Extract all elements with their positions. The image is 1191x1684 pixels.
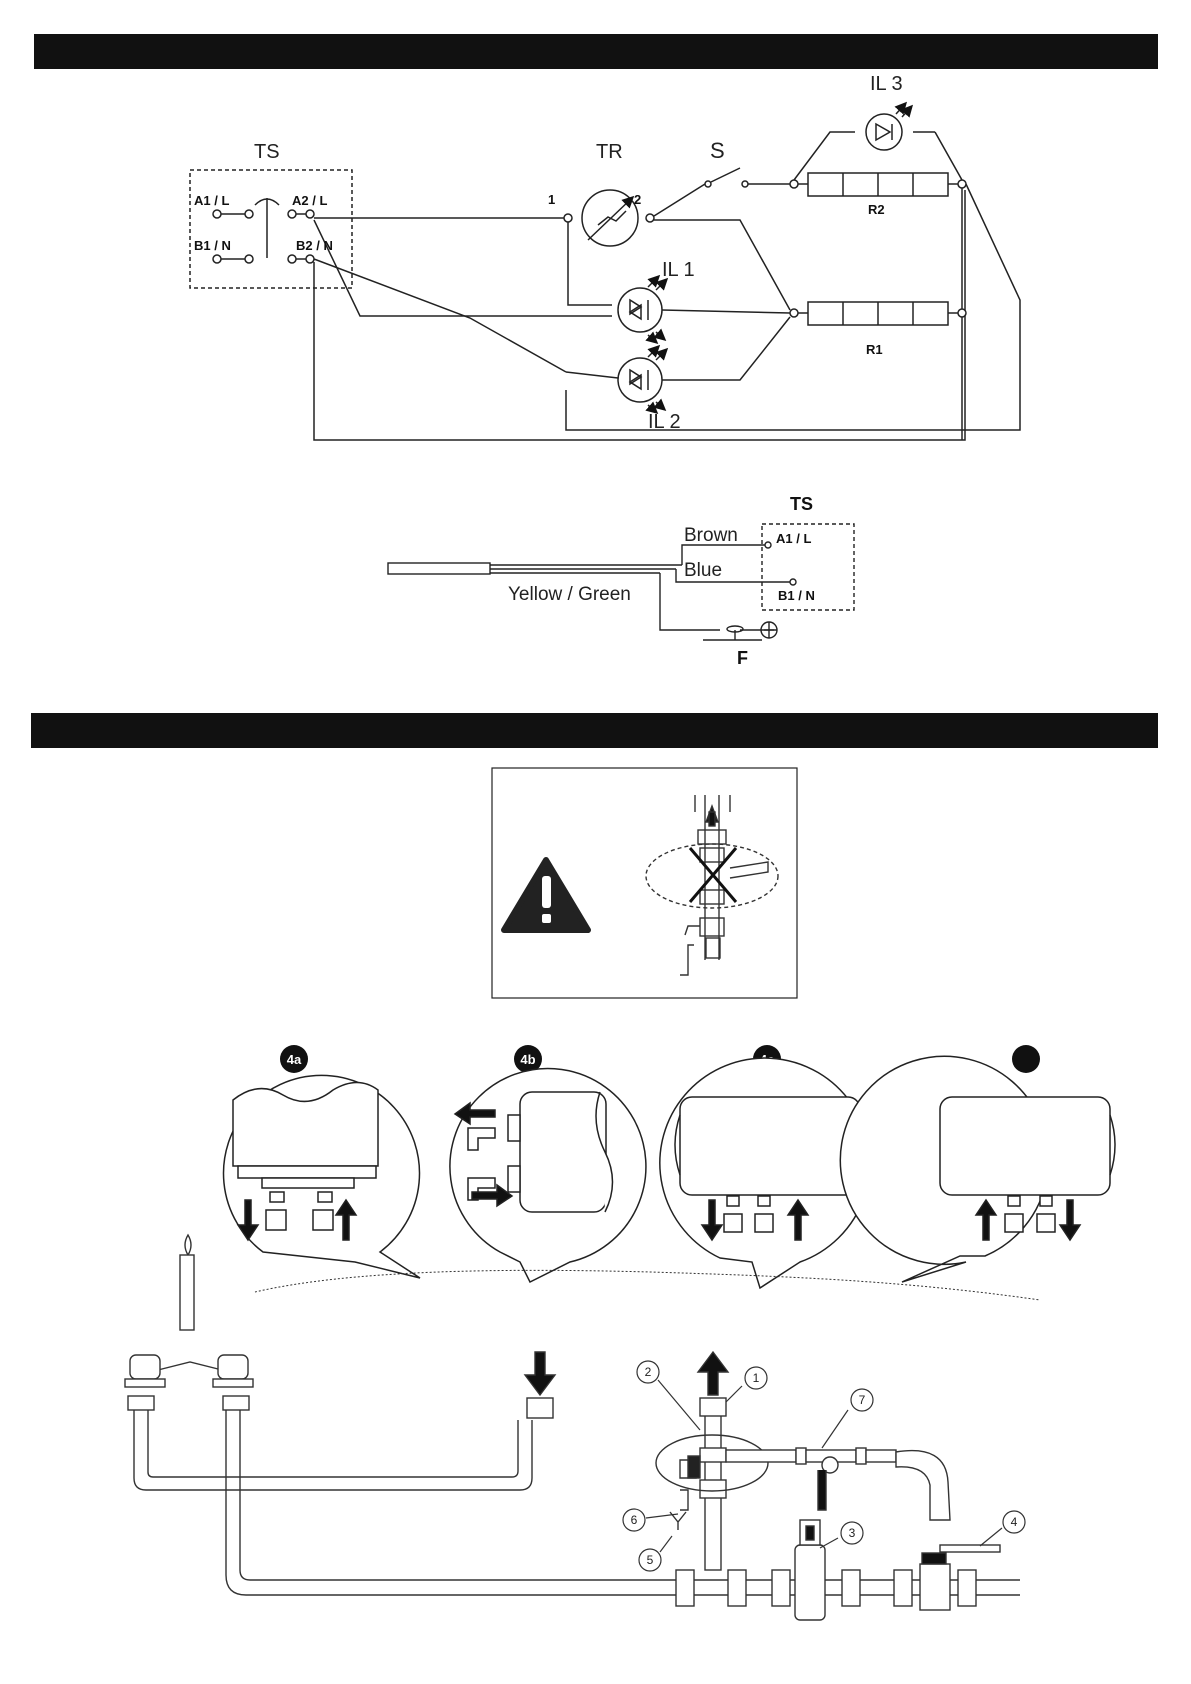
yellow-green-label: Yellow / Green: [508, 584, 631, 605]
piping-installation: [124, 1233, 1020, 1621]
callout-1: [744, 1366, 768, 1390]
r2-label: R2: [868, 202, 885, 217]
cable-ts-label: TS: [790, 494, 813, 514]
power-cable-plug: [387, 562, 491, 575]
cable-ts-box: [761, 523, 855, 611]
tr-pin2-label: 2: [634, 192, 641, 207]
callout-3: [840, 1521, 864, 1545]
wiring-diagram: [189, 101, 1021, 441]
wall-line: [254, 1269, 1041, 1301]
il2-label: IL 2: [648, 411, 681, 433]
stop-valve: [919, 1563, 951, 1611]
s-label: S: [710, 138, 725, 163]
callout-3-text: 3: [849, 1526, 856, 1540]
blue-label: Blue: [684, 560, 722, 581]
il1-label: IL 1: [662, 259, 695, 281]
arrow-up-icon: [696, 1350, 730, 1396]
callout-6: [622, 1508, 646, 1532]
indicator-lamp-il3: [865, 113, 903, 151]
ts-switch-box: [189, 169, 353, 289]
brown-label: Brown: [684, 525, 738, 546]
il3-label: IL 3: [870, 73, 903, 95]
ts-label: TS: [254, 141, 280, 163]
callouts: [622, 1360, 1026, 1572]
callout-2-text: 2: [645, 1365, 652, 1379]
faucet-handle-right: [217, 1354, 249, 1380]
section-header-bar-installation: [31, 713, 1158, 748]
badge-4d: [1012, 1045, 1040, 1073]
bubble-4d: [839, 1055, 1116, 1283]
cable-b1-label: B1 / N: [778, 588, 815, 603]
faucet-handle-left: [129, 1354, 161, 1380]
b1-n-label: B1 / N: [194, 238, 231, 253]
r1-label: R1: [866, 342, 883, 357]
cable-a1-label: A1 / L: [776, 531, 811, 546]
tr-pin1-label: 1: [548, 192, 555, 207]
a1-l-label: A1 / L: [194, 193, 229, 208]
bubble-4a: [222, 1074, 421, 1279]
warning-box: [491, 767, 798, 999]
badge-4a-text: 4a: [287, 1052, 302, 1067]
callout-2: [636, 1360, 660, 1384]
f-label: F: [737, 648, 748, 668]
badge-4a: [280, 1045, 308, 1073]
callout-7-text: 7: [859, 1393, 866, 1407]
cable-diagram: [387, 523, 855, 641]
a2-l-label: A2 / L: [292, 193, 327, 208]
arrow-down-icon: [523, 1351, 557, 1397]
safety-valve-highlight: [655, 1434, 769, 1492]
flexible-drain-hose: [895, 1450, 951, 1521]
thermostat-symbol: [581, 189, 639, 247]
tr-label: TR: [596, 141, 623, 163]
callout-1-text: 1: [753, 1371, 760, 1385]
callout-5-text: 5: [647, 1553, 654, 1567]
badge-4b-text: 4b: [520, 1052, 535, 1067]
indicator-lamp-il2: [617, 357, 663, 403]
badge-4b: [514, 1045, 542, 1073]
callout-4: [1002, 1510, 1026, 1534]
bubble-4b: [449, 1067, 647, 1284]
pressure-reducer-valve: [794, 1544, 826, 1621]
callout-7: [850, 1388, 874, 1412]
section-header-bar-wiring: [34, 34, 1158, 69]
warning-triangle-icon: [501, 857, 591, 933]
callout-5: [638, 1548, 662, 1572]
indicator-lamp-il1: [617, 287, 663, 333]
b2-n-label: B2 / N: [296, 238, 333, 253]
bubble-4c: [659, 1057, 871, 1290]
valve-warning-illustration: [645, 795, 779, 976]
callout-6-text: 6: [631, 1513, 638, 1527]
callout-4-text: 4: [1011, 1515, 1018, 1529]
